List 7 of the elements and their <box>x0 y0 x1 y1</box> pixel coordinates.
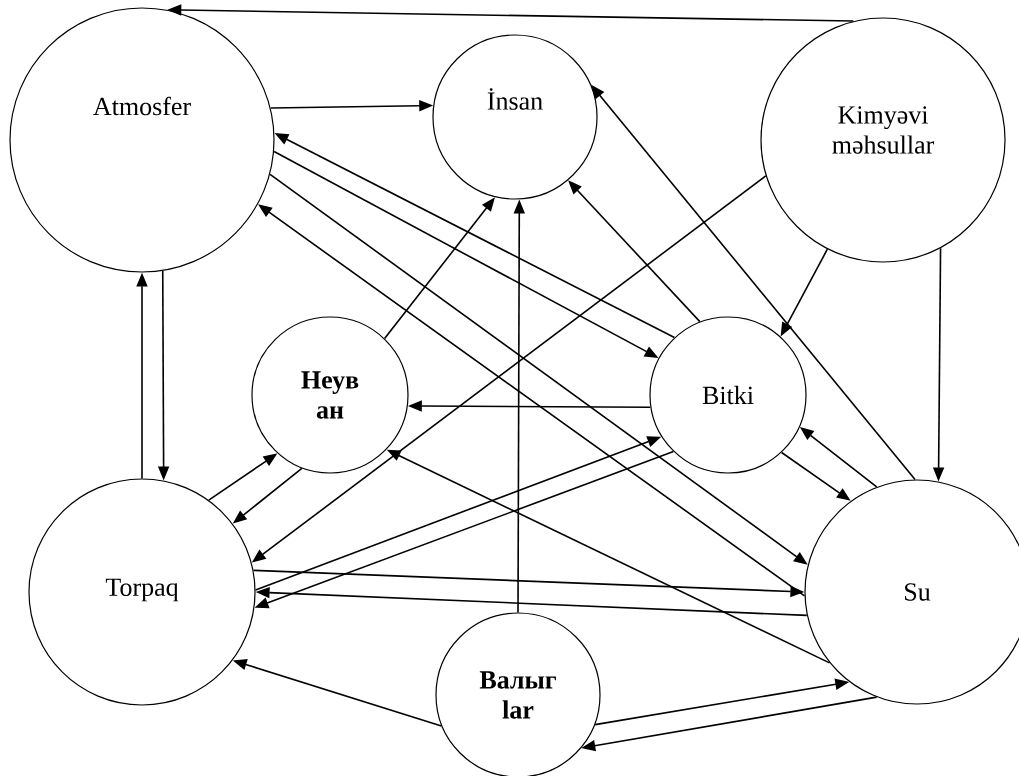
circle-node: Atmosfer <box>9 7 275 273</box>
circle-node: Bitki <box>649 316 807 474</box>
arrow <box>258 204 806 597</box>
circle-node: İnsan <box>432 34 598 200</box>
circle-node: Kimyəvi məhsullar <box>760 17 1006 263</box>
circle-node: Torpaq <box>28 478 256 706</box>
circle-node: Неув ан <box>251 316 409 474</box>
